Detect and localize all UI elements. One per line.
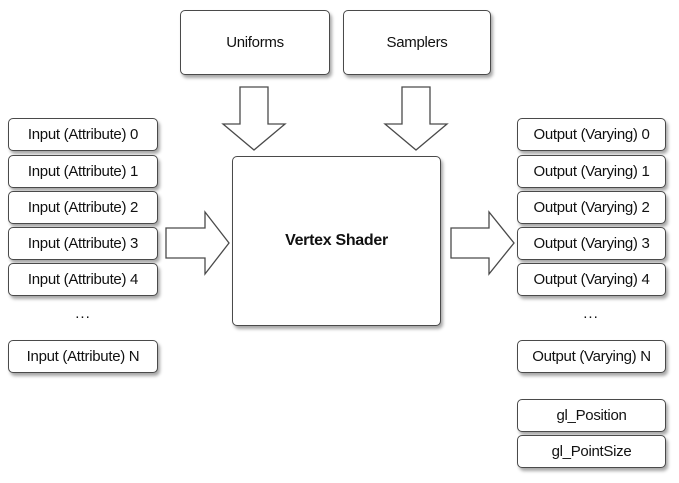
- input-attribute-box: Input (Attribute) 1: [8, 155, 158, 188]
- samplers-down-arrow: [383, 86, 449, 151]
- gl-pointsize-label: gl_PointSize: [551, 443, 632, 460]
- uniforms-down-arrow: [221, 86, 287, 151]
- input-attribute-label: Input (Attribute) 2: [27, 199, 139, 216]
- samplers-label: Samplers: [386, 34, 448, 51]
- input-attribute-box-last: Input (Attribute) N: [8, 340, 158, 373]
- uniforms-label: Uniforms: [226, 34, 284, 51]
- output-varying-box: Output (Varying) 3: [517, 227, 666, 260]
- output-varying-label: Output (Varying) 0: [533, 126, 650, 143]
- outputs-ellipsis: ...: [583, 305, 599, 322]
- output-varying-label: Output (Varying) 1: [533, 163, 650, 180]
- input-attribute-box: Input (Attribute) 2: [8, 191, 158, 224]
- output-varying-box: Output (Varying) 2: [517, 191, 666, 224]
- vertex-shader-box: Vertex Shader: [232, 156, 441, 326]
- output-right-arrow: [450, 210, 515, 276]
- output-varying-box: Output (Varying) 1: [517, 155, 666, 188]
- input-attribute-box: Input (Attribute) 4: [8, 263, 158, 296]
- gl-position-label: gl_Position: [556, 407, 627, 424]
- gl-pointsize-box: gl_PointSize: [517, 435, 666, 468]
- inputs-ellipsis: ...: [75, 305, 91, 322]
- input-attribute-box: Input (Attribute) 0: [8, 118, 158, 151]
- output-varying-label: Output (Varying) 3: [533, 235, 650, 252]
- output-varying-label: Output (Varying) N: [532, 348, 651, 365]
- input-attribute-label: Input (Attribute) 4: [27, 271, 139, 288]
- uniforms-box: Uniforms: [180, 10, 330, 75]
- output-varying-box: Output (Varying) 0: [517, 118, 666, 151]
- input-right-arrow: [165, 210, 230, 276]
- gl-position-box: gl_Position: [517, 399, 666, 432]
- vertex-shader-label: Vertex Shader: [285, 232, 388, 249]
- input-attribute-label: Input (Attribute) 3: [27, 235, 139, 252]
- output-varying-label: Output (Varying) 2: [533, 199, 650, 216]
- output-varying-box: Output (Varying) 4: [517, 263, 666, 296]
- output-varying-label: Output (Varying) 4: [533, 271, 650, 288]
- input-attribute-label: Input (Attribute) N: [26, 348, 140, 365]
- input-attribute-label: Input (Attribute) 0: [27, 126, 139, 143]
- samplers-box: Samplers: [343, 10, 491, 75]
- output-varying-box-last: Output (Varying) N: [517, 340, 666, 373]
- input-attribute-label: Input (Attribute) 1: [27, 163, 139, 180]
- input-attribute-box: Input (Attribute) 3: [8, 227, 158, 260]
